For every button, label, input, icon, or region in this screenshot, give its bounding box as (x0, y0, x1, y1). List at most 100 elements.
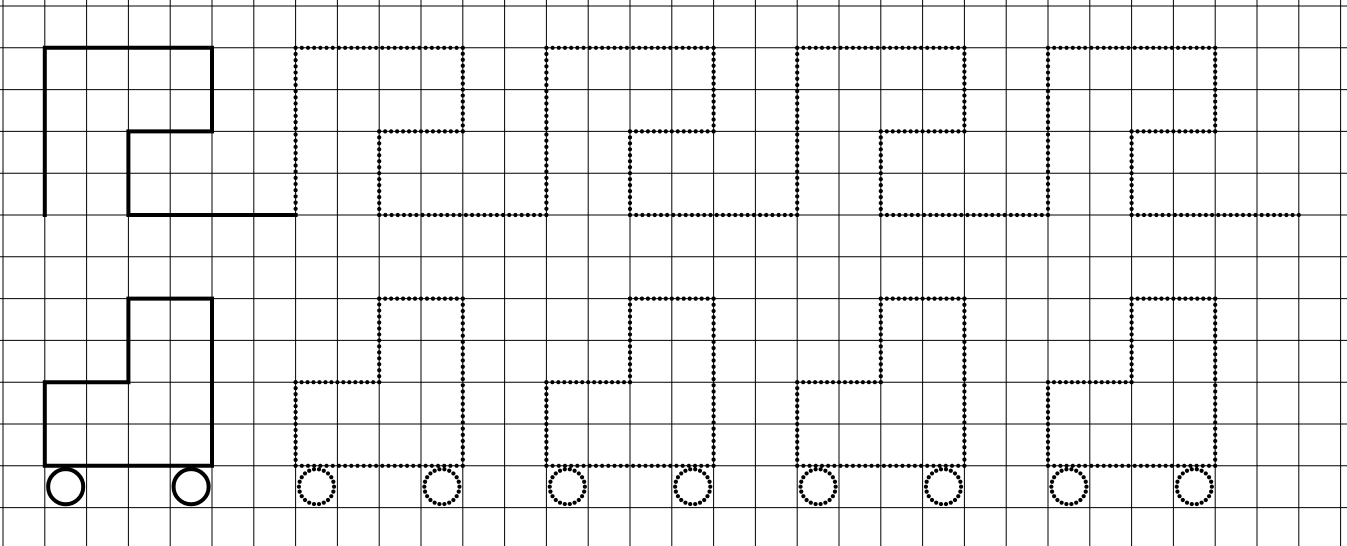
trace-dot (1130, 189, 1134, 193)
trace-dot (1040, 213, 1044, 217)
trace-dot (698, 501, 702, 505)
trace-dot (544, 440, 548, 444)
trace-dot (855, 380, 859, 384)
trace-dot (544, 58, 548, 62)
trace-dot (461, 76, 465, 80)
trace-dot (359, 380, 363, 384)
trace-dot (1159, 129, 1163, 133)
trace-dot (294, 392, 298, 396)
trace-dot (430, 464, 434, 468)
trace-dot (324, 464, 328, 468)
trace-dot (544, 404, 548, 408)
trace-dot (1089, 46, 1093, 50)
trace-dot (1083, 46, 1087, 50)
trace-dot (1201, 464, 1205, 468)
trace-dot (544, 188, 548, 192)
trace-dot (932, 129, 936, 133)
trace-dot (1102, 464, 1106, 468)
trace-dot (377, 332, 381, 336)
trace-dot (413, 297, 417, 301)
trace-dot (294, 182, 298, 186)
trace-dot (712, 64, 716, 68)
trace-dot (544, 201, 548, 205)
trace-dot (867, 380, 871, 384)
trace-dot (959, 485, 963, 489)
trace-dot (712, 365, 716, 369)
trace-dot (827, 498, 831, 502)
trace-dot (721, 213, 725, 217)
trace-dot (795, 428, 799, 432)
trace-dot (628, 350, 632, 354)
trace-dot (294, 176, 298, 180)
trace-dot (1191, 213, 1195, 217)
trace-dot (801, 380, 805, 384)
trace-dot (377, 356, 381, 360)
trace-dot (294, 464, 298, 468)
trace-dot (795, 120, 799, 124)
trace-dot (457, 485, 461, 489)
trace-dot (544, 145, 548, 149)
trace-dot (712, 99, 716, 103)
trace-dot (337, 46, 341, 50)
trace-dot (1207, 297, 1211, 301)
trace-dot (628, 189, 632, 193)
trace-dot (1046, 64, 1050, 68)
trace-dot (1089, 464, 1093, 468)
trace-dot (396, 213, 400, 217)
trace-dot (449, 129, 453, 133)
trace-dot (1213, 383, 1217, 387)
trace-dot (962, 458, 966, 462)
trace-dot (580, 494, 584, 498)
trace-dot (1130, 362, 1134, 366)
trace-dot (1069, 467, 1073, 471)
trace-dot (544, 422, 548, 426)
trace-dot (1136, 213, 1140, 217)
trace-dot (628, 332, 632, 336)
trace-dot (572, 469, 576, 473)
trace-dot (807, 380, 811, 384)
trace-dot (1130, 141, 1134, 145)
trace-dot (443, 129, 447, 133)
trace-dot (1213, 334, 1217, 338)
trace-dot (634, 297, 638, 301)
trace-dot (1050, 490, 1054, 494)
trace-dot (926, 129, 930, 133)
trace-dot (1213, 346, 1217, 350)
trace-dot (299, 380, 303, 384)
trace-dot (1177, 475, 1181, 479)
trace-dot (544, 83, 548, 87)
trace-dot (419, 297, 423, 301)
trace-dot (1207, 464, 1211, 468)
trace-dot (1213, 458, 1217, 462)
trace-dot (592, 380, 596, 384)
trace-dot (1207, 129, 1211, 133)
trace-dot (809, 501, 813, 505)
trace-dot (612, 464, 616, 468)
trace-dot (708, 485, 712, 489)
trace-dot (1046, 46, 1050, 50)
trace-dot (1213, 297, 1217, 301)
trace-dot (702, 498, 706, 502)
trace-dot (431, 297, 435, 301)
trace-dot (461, 396, 465, 400)
trace-dot (544, 380, 548, 384)
trace-dot (640, 297, 644, 301)
trace-dot (455, 297, 459, 301)
trace-dot (1077, 464, 1081, 468)
trace-dot (950, 297, 954, 301)
trace-dot (558, 501, 562, 505)
trace-dot (1177, 129, 1181, 133)
trace-dot (1297, 213, 1301, 217)
trace-dot (1266, 213, 1270, 217)
trace-dot (556, 380, 560, 384)
trace-dot (1046, 145, 1050, 149)
trace-dot (544, 434, 548, 438)
trace-dot (355, 464, 359, 468)
trace-dot (1083, 464, 1087, 468)
trace-dot (594, 46, 598, 50)
trace-dot (879, 380, 883, 384)
trace-dot (1046, 77, 1050, 81)
trace-dot (312, 467, 316, 471)
trace-dot (1171, 297, 1175, 301)
trace-dot (1130, 332, 1134, 336)
